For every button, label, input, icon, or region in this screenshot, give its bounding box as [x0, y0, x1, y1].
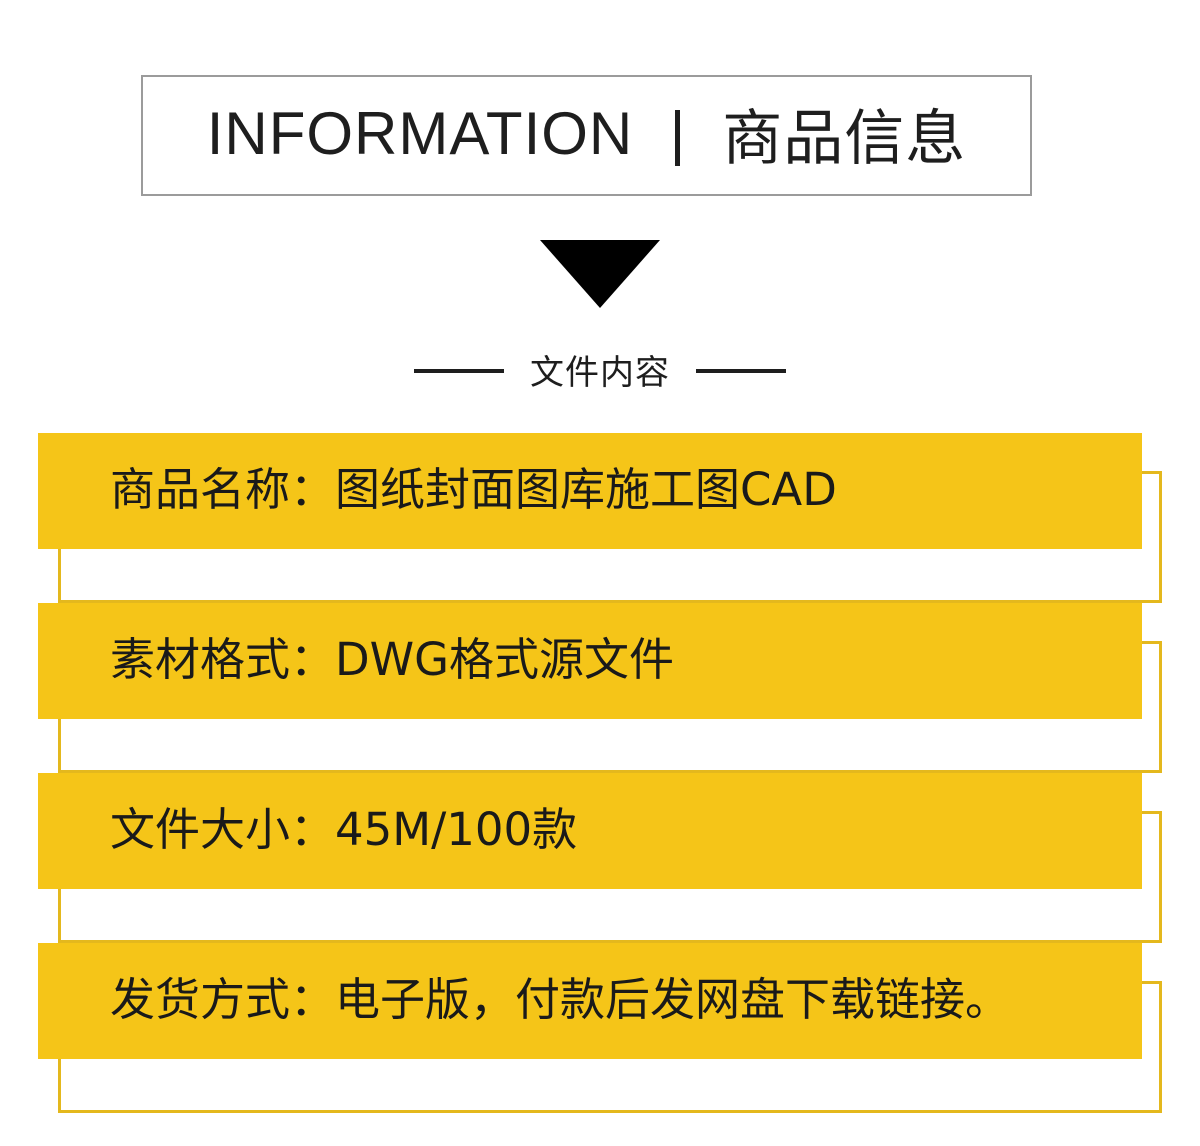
- down-triangle-icon: [540, 240, 660, 308]
- list-item: 文件大小：45M/100款: [0, 773, 1200, 943]
- product-info-list: 商品名称：图纸封面图库施工图CAD 素材格式：DWG格式源文件 文件大小：45M…: [0, 433, 1200, 1113]
- row-fill-block: 文件大小：45M/100款: [38, 773, 1142, 889]
- section-divider: 文件内容: [0, 344, 1200, 398]
- row-fill-block: 发货方式：电子版，付款后发网盘下载链接。: [38, 943, 1142, 1059]
- information-header-box: INFORMATION 商品信息: [141, 75, 1032, 196]
- page-title-cn: 商品信息: [722, 104, 967, 174]
- title-separator-bar: [675, 109, 681, 166]
- list-item: 发货方式：电子版，付款后发网盘下载链接。: [0, 943, 1200, 1113]
- list-item: 商品名称：图纸封面图库施工图CAD: [0, 433, 1200, 603]
- divider-line-right: [696, 369, 786, 373]
- section-divider-label: 文件内容: [530, 352, 670, 393]
- list-item: 素材格式：DWG格式源文件: [0, 603, 1200, 773]
- row-text: 商品名称：图纸封面图库施工图CAD: [110, 462, 837, 516]
- page-title-en: INFORMATION: [206, 100, 634, 167]
- row-fill-block: 素材格式：DWG格式源文件: [38, 603, 1142, 719]
- header-title-group: INFORMATION 商品信息: [207, 90, 967, 177]
- row-text: 文件大小：45M/100款: [110, 802, 578, 856]
- row-text: 发货方式：电子版，付款后发网盘下载链接。: [110, 972, 1011, 1026]
- divider-line-left: [414, 369, 504, 373]
- row-text: 素材格式：DWG格式源文件: [110, 632, 675, 686]
- row-fill-block: 商品名称：图纸封面图库施工图CAD: [38, 433, 1142, 549]
